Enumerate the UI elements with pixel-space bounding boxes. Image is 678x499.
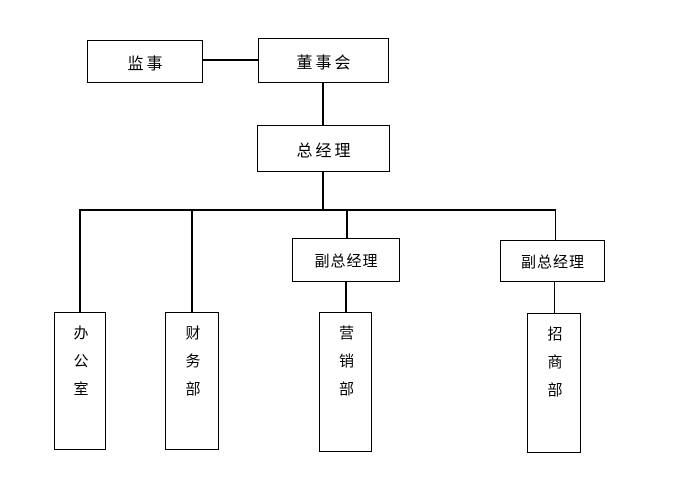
- connector-deputyright-investment: [553, 282, 555, 313]
- connector-deputyleft-marketing: [345, 282, 347, 312]
- node-deputy-gm-right: 副总经理: [500, 240, 605, 282]
- node-office-label: 办公室: [71, 325, 89, 409]
- node-investment: 招商部: [527, 313, 581, 453]
- bus-line: [79, 209, 556, 211]
- drop-finance: [191, 209, 193, 312]
- node-office: 办公室: [54, 312, 106, 450]
- node-deputy-gm-left: 副总经理: [292, 238, 400, 282]
- connector-board-gm: [322, 83, 324, 125]
- node-deputy-gm-left-label: 副总经理: [314, 252, 379, 270]
- node-general-manager: 总经理: [257, 125, 390, 172]
- drop-deputy-right: [554, 209, 556, 240]
- node-supervisor-label: 监事: [127, 55, 166, 73]
- node-deputy-gm-right-label: 副总经理: [520, 253, 585, 271]
- node-finance: 财务部: [165, 312, 219, 450]
- node-investment-label: 招商部: [545, 326, 563, 410]
- node-marketing-label: 营销部: [337, 325, 354, 409]
- node-board-label: 董事会: [296, 54, 354, 72]
- connector-supervisor-board: [203, 59, 258, 61]
- node-marketing: 营销部: [319, 312, 372, 452]
- node-general-manager-label: 总经理: [296, 142, 354, 160]
- connector-gm-bus: [322, 172, 324, 210]
- node-supervisor: 监事: [87, 40, 203, 83]
- drop-deputy-left: [346, 209, 348, 238]
- node-board: 董事会: [258, 38, 389, 83]
- drop-office: [79, 209, 81, 312]
- node-finance-label: 财务部: [183, 325, 201, 409]
